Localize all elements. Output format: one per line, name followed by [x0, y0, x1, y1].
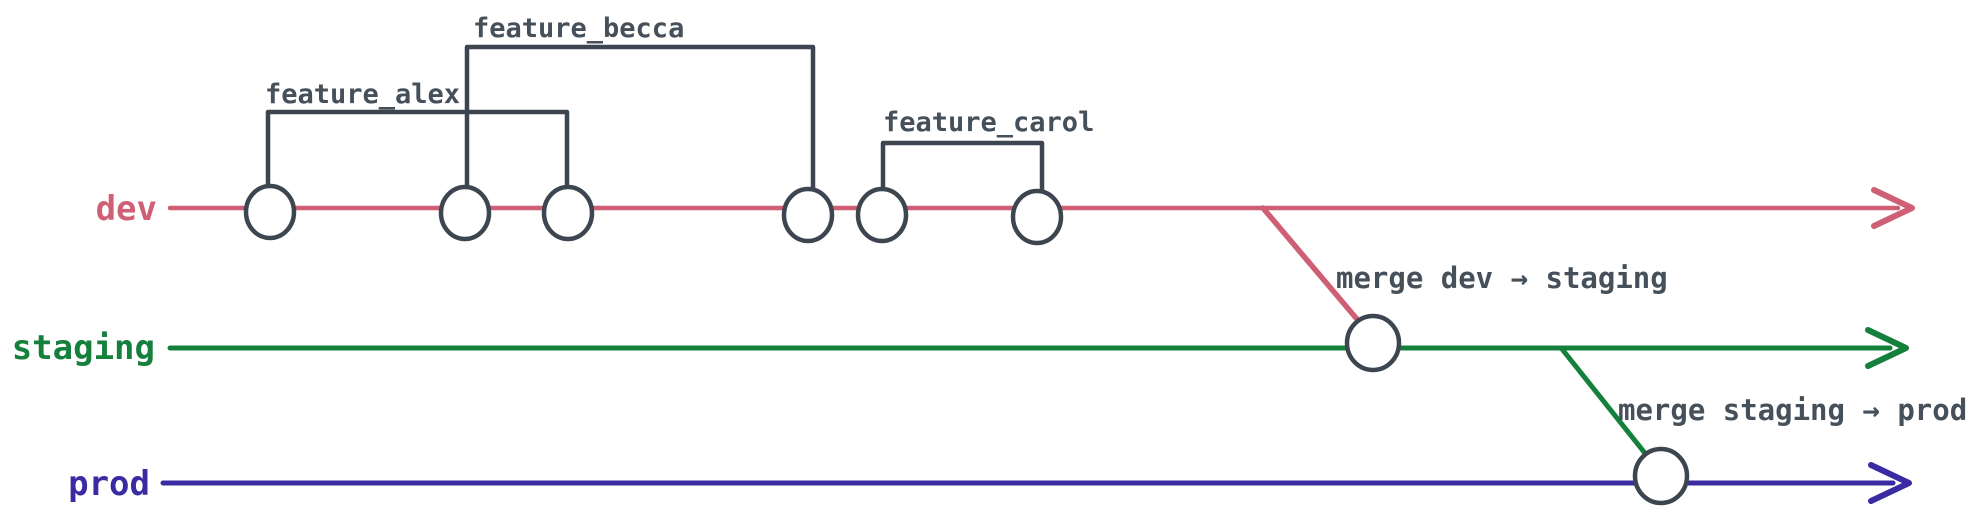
- feature-carol-bracket: [880, 140, 1045, 198]
- feature-becca-bracket: [464, 44, 816, 196]
- merge-staging-prod-line: [1559, 346, 1655, 465]
- feature-alex-bracket: [265, 109, 570, 194]
- feature-carol-label: feature_carol: [883, 107, 1094, 138]
- staging-branch-label: staging: [12, 328, 155, 368]
- merge-commit-node-staging: [1344, 313, 1402, 373]
- commit-node-dev-4: [781, 186, 835, 244]
- commit-node-dev-5: [855, 186, 909, 244]
- merge-dev-staging-line: [1260, 205, 1370, 334]
- feature-alex-label: feature_alex: [265, 79, 460, 110]
- dev-branch-label: dev: [96, 189, 157, 229]
- prod-arrowhead-icon: [1868, 462, 1912, 504]
- merge-dev-staging-label: merge dev → staging: [1336, 261, 1668, 295]
- commit-node-dev-3: [541, 184, 595, 242]
- dev-arrowhead-icon: [1871, 187, 1915, 229]
- commit-node-dev-2: [438, 184, 492, 242]
- merge-commit-node-prod: [1632, 446, 1690, 506]
- prod-branch-label: prod: [68, 464, 150, 504]
- feature-becca-label: feature_becca: [473, 13, 684, 44]
- staging-arrowhead-icon: [1865, 327, 1909, 369]
- commit-node-dev-1: [243, 183, 297, 241]
- commit-node-dev-6: [1010, 188, 1064, 246]
- merge-staging-prod-label: merge staging → prod: [1618, 393, 1967, 427]
